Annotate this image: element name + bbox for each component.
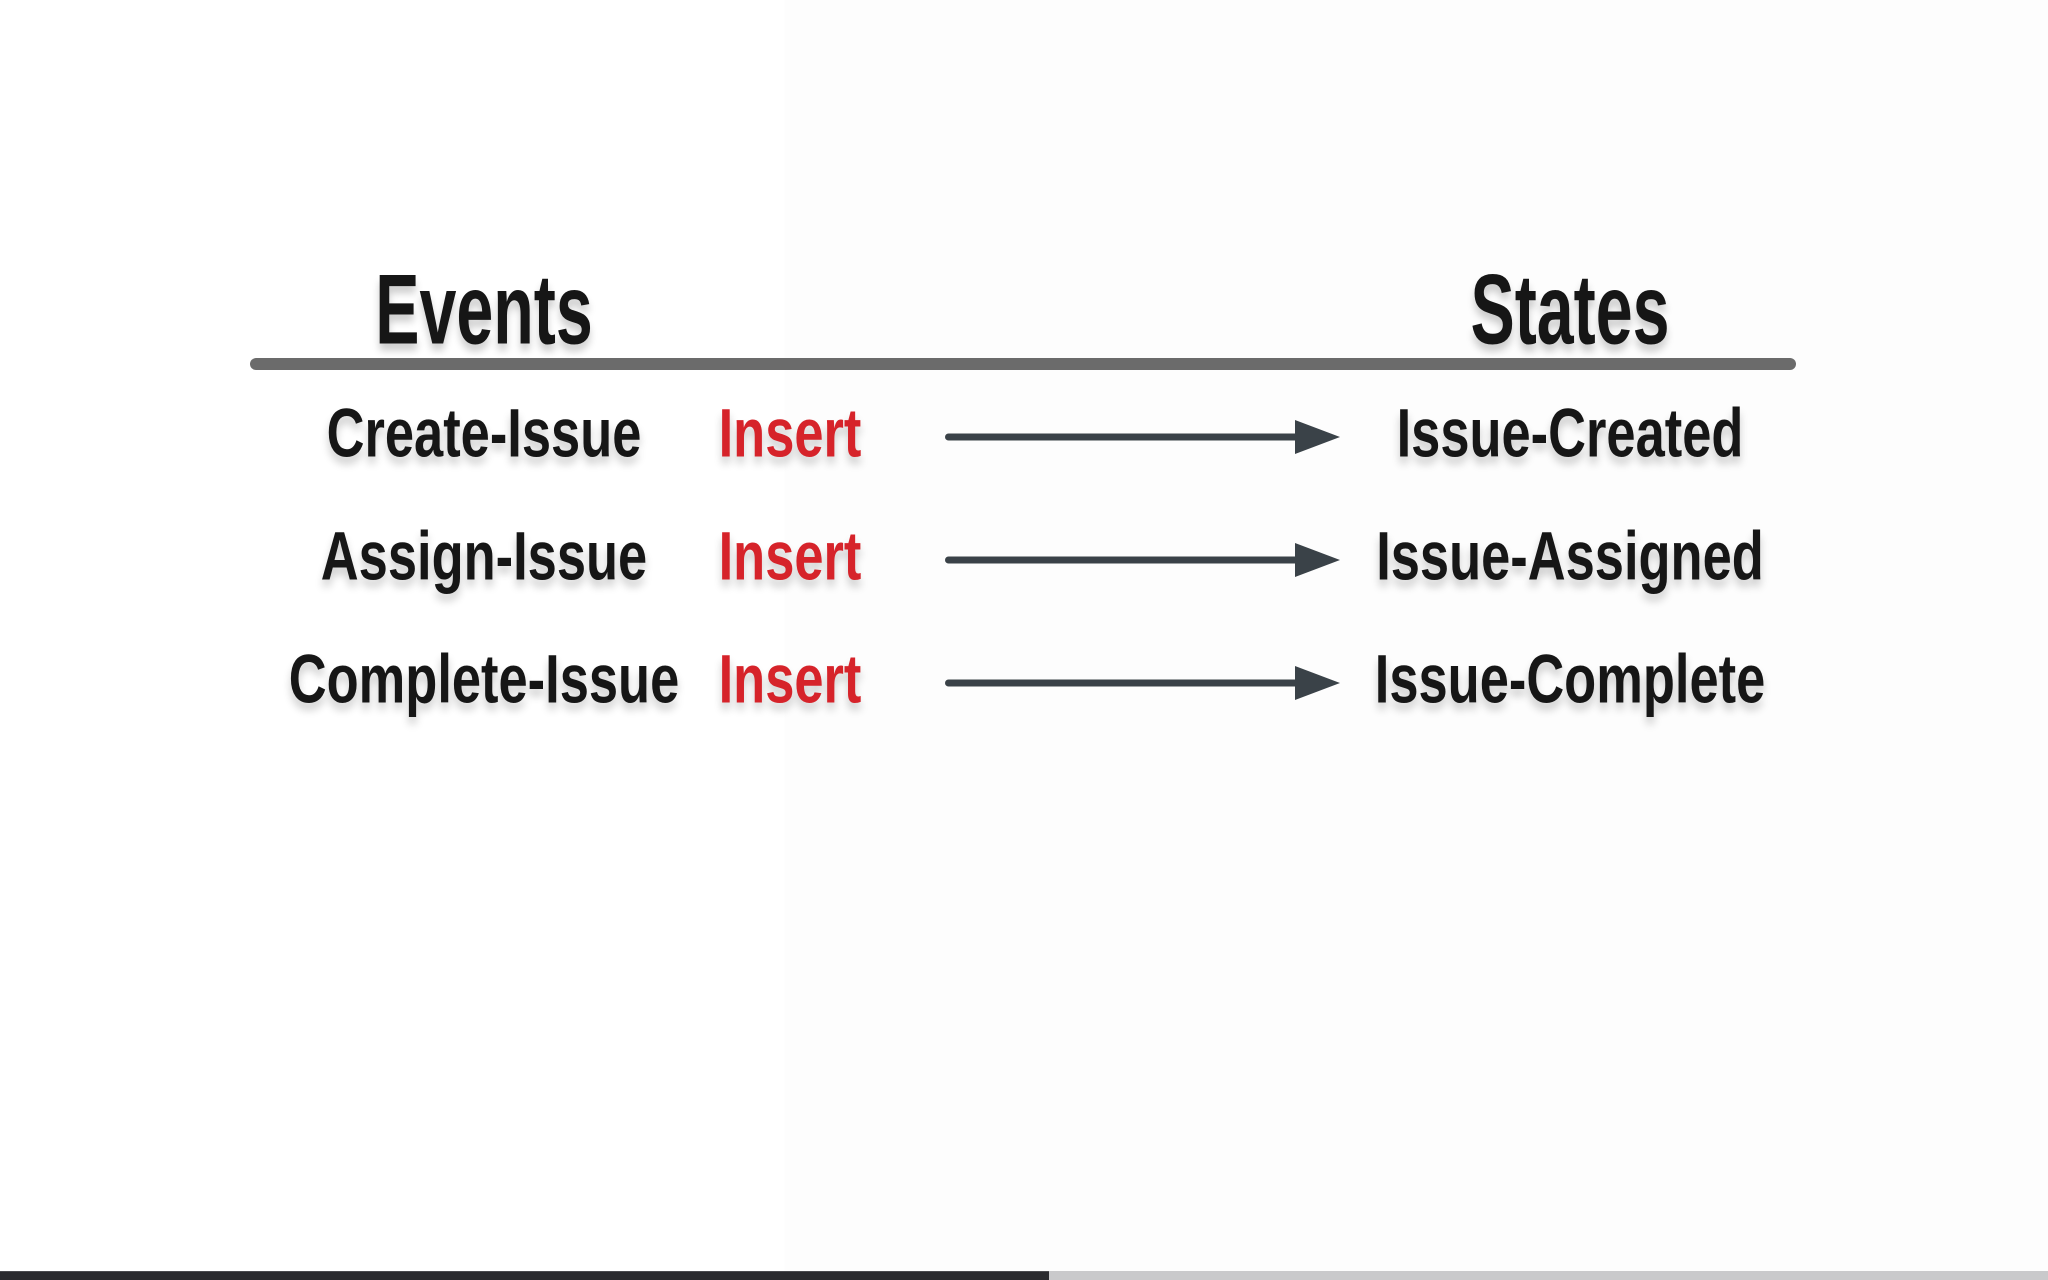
header-divider-rule: [250, 358, 1796, 370]
events-column-header: Events: [375, 253, 593, 365]
event-label: Assign-Issue: [320, 517, 648, 595]
state-label: Issue-Assigned: [1376, 517, 1764, 595]
state-label: Issue-Created: [1396, 394, 1744, 472]
operation-label: Insert: [718, 517, 862, 595]
event-label: Complete-Issue: [288, 640, 680, 718]
event-label: Create-Issue: [326, 394, 642, 472]
video-progress-bar[interactable]: [0, 1271, 2048, 1280]
operation-label: Insert: [718, 394, 862, 472]
state-label: Issue-Complete: [1374, 640, 1766, 718]
right-arrow-icon: [945, 543, 1340, 577]
right-arrow-icon: [945, 666, 1340, 700]
right-arrow-icon: [945, 420, 1340, 454]
states-column-header: States: [1470, 253, 1670, 365]
video-progress-watched-segment: [0, 1271, 1049, 1280]
operation-label: Insert: [718, 640, 862, 718]
